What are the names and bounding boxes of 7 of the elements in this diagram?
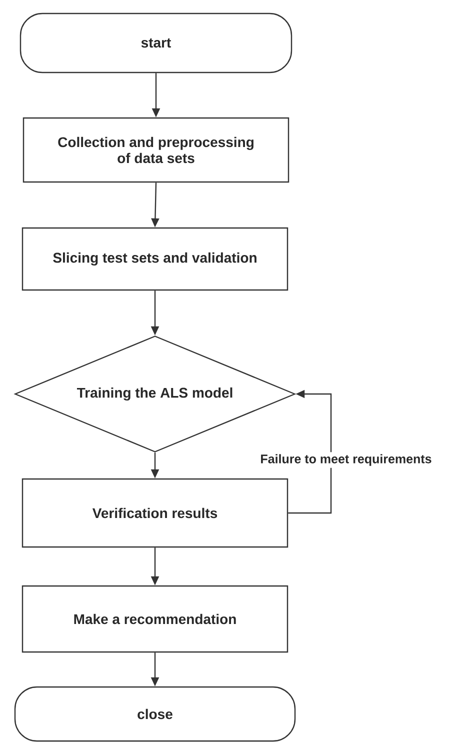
process-box: Verification results [22,478,288,548]
process-box: Make a recommendation [22,585,288,653]
process-box: Slicing test sets and validation [22,227,288,291]
process-box: Collection and preprocessing of data sets [22,117,290,183]
start-terminal: start [20,12,292,74]
end-terminal: close [14,686,296,742]
edge-label: Failure to meet requirements [261,454,432,466]
